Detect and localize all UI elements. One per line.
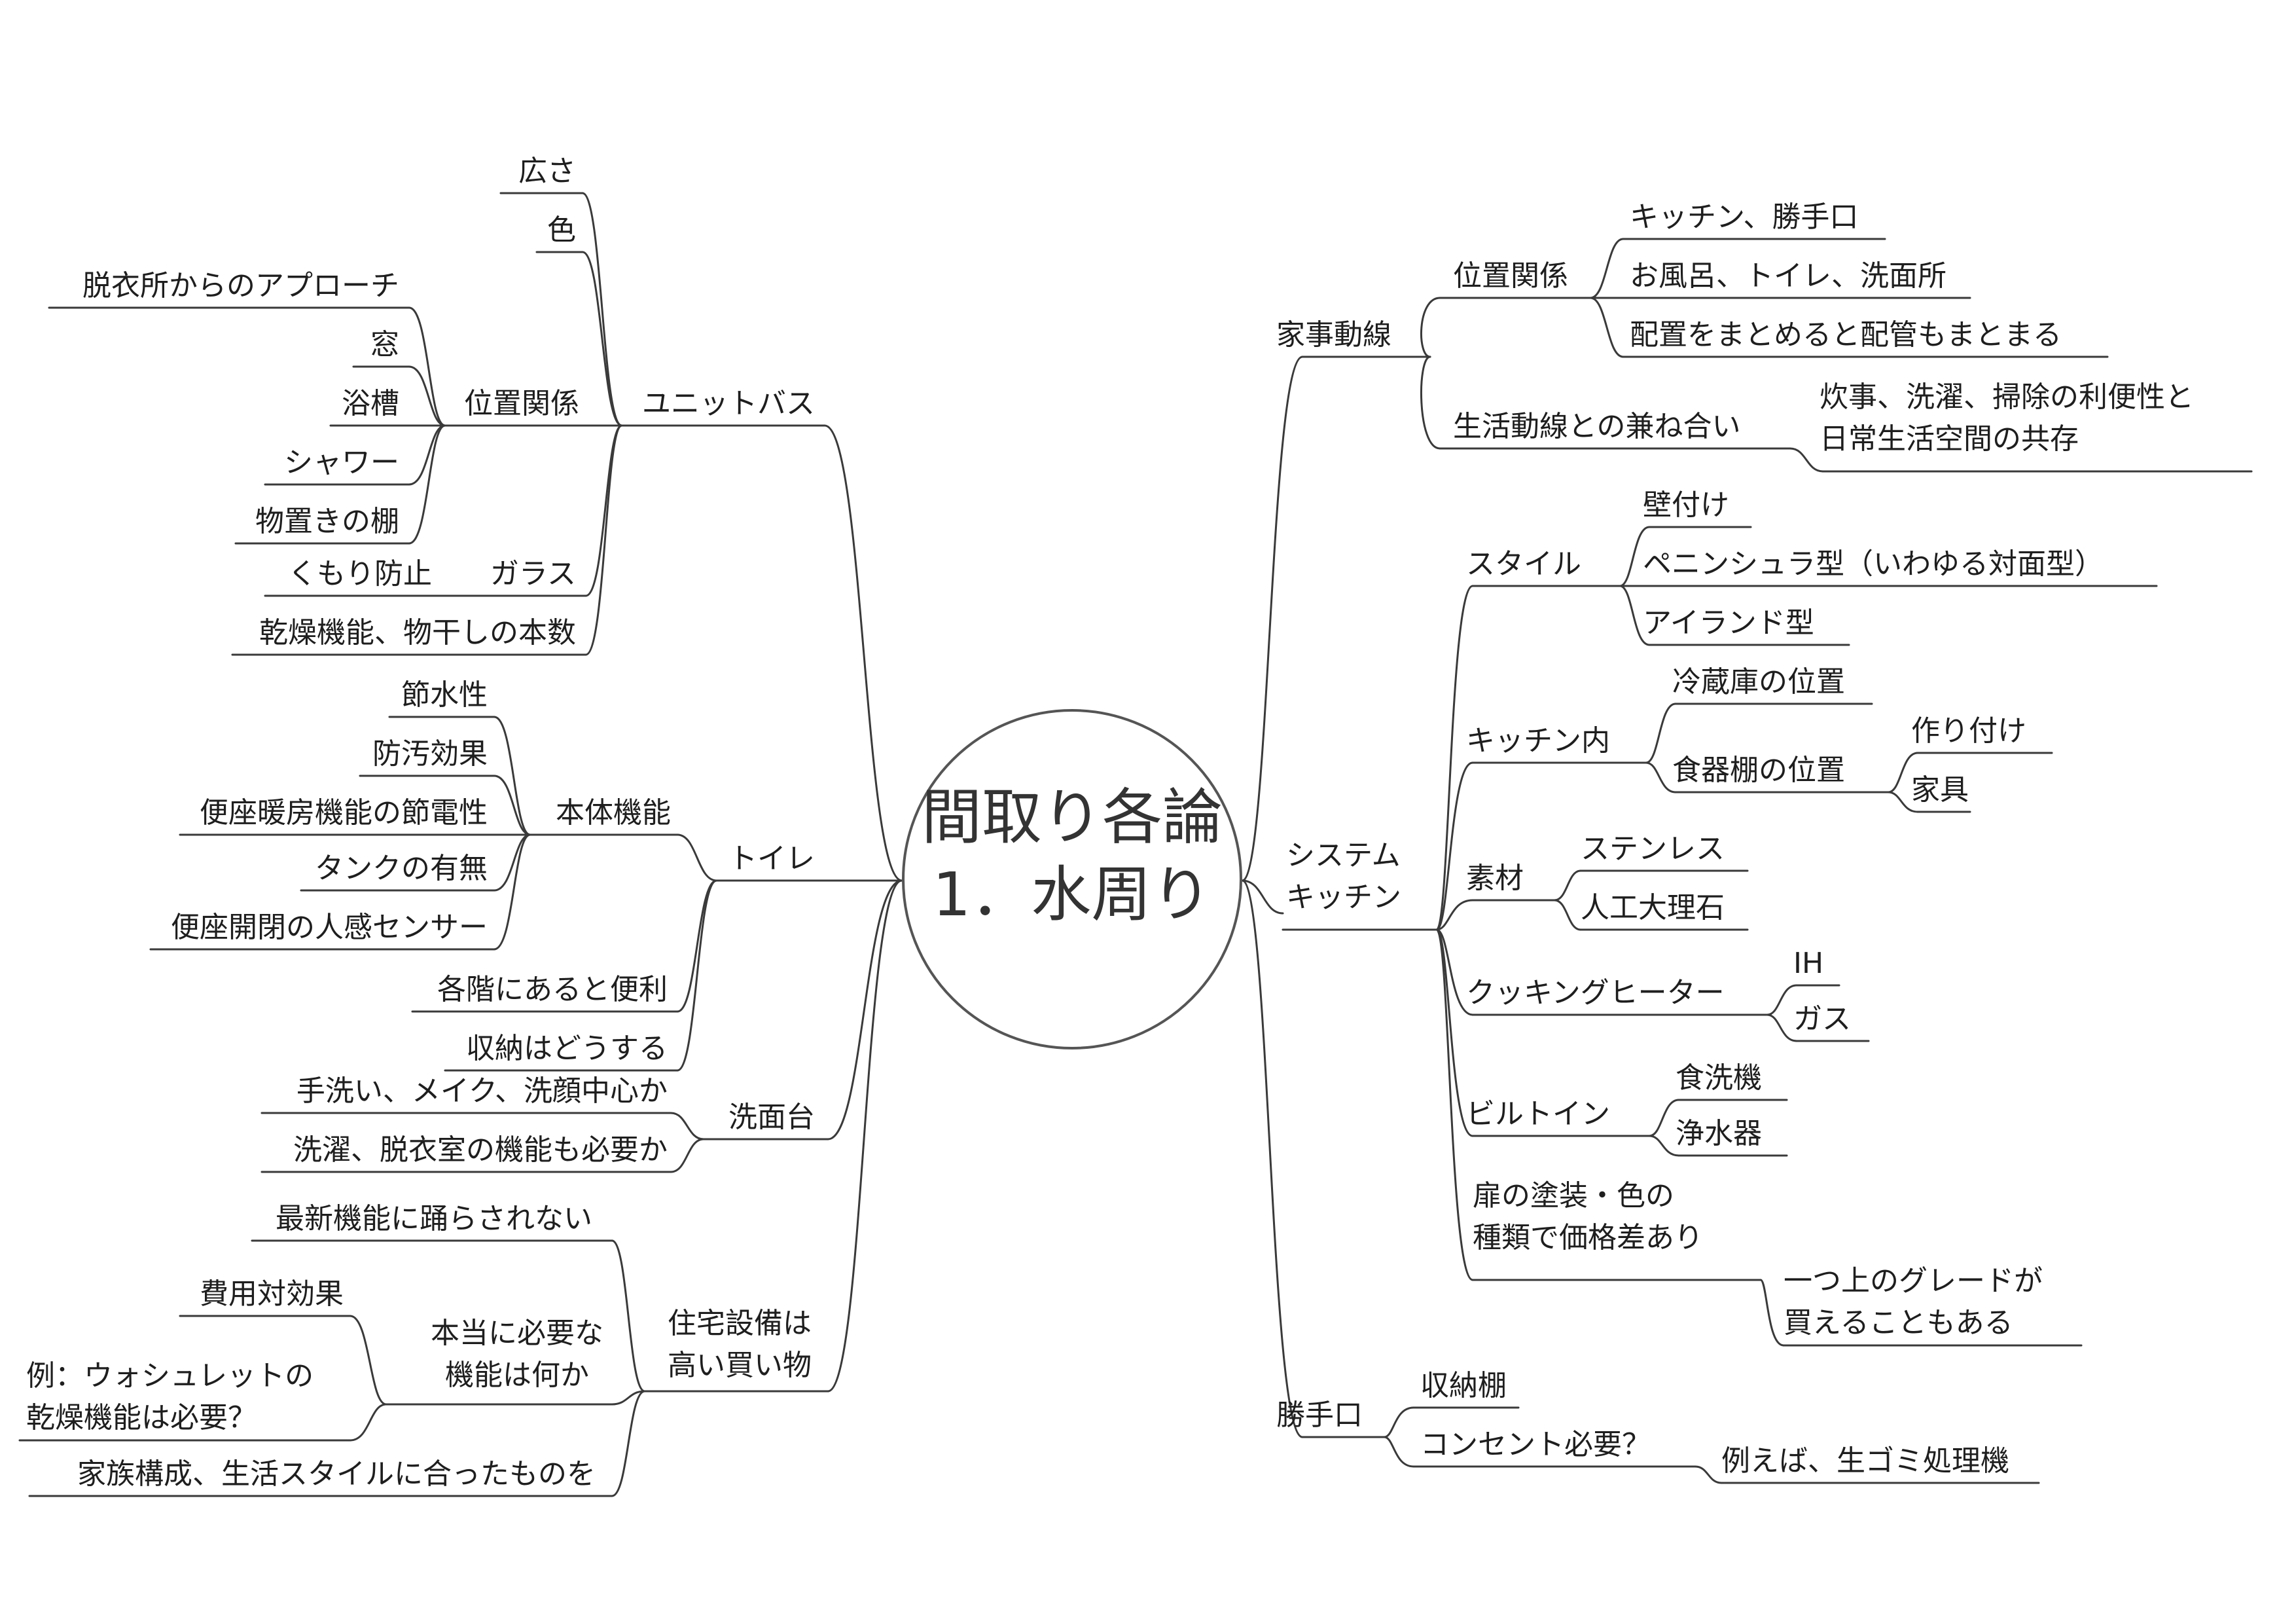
node-kitchen-nai: キッチン内 — [1466, 724, 1610, 757]
node-kaji: 家事動線 — [1276, 318, 1391, 352]
node-jutaku-line2: 高い買い物 — [668, 1349, 812, 1382]
node-jutaku: 住宅設備は 高い買い物 — [668, 1303, 812, 1387]
node-tobira: 扉の塗装・色の 種類で価格差あり — [1473, 1175, 1703, 1259]
node-tobira-item-line2: 買えることもある — [1784, 1306, 2013, 1340]
node-cooking: クッキングヒーター — [1466, 976, 1725, 1010]
node-tobira-line2: 種類で価格差あり — [1473, 1221, 1703, 1254]
node-hontai-3: タンクの有無 — [315, 852, 488, 885]
node-reizouko: 冷蔵庫の位置 — [1672, 665, 1845, 699]
center-title: 間取り各論 1．水周り — [902, 779, 1242, 934]
node-jutaku-line1: 住宅設備は — [668, 1307, 812, 1340]
node-tobira-line1: 扉の塗装・色の — [1473, 1179, 1674, 1213]
node-rei: 例：ウォシュレットの 乾燥機能は必要？ — [26, 1355, 314, 1439]
node-seikatsu-line2: 日常生活空間の共存 — [1820, 422, 2079, 456]
connector-center-system — [1241, 879, 1284, 915]
node-cooking-0: IH — [1793, 947, 1824, 980]
node-unit-bath: ユニットバス — [642, 387, 815, 420]
connector-center-jutaku — [827, 879, 903, 1393]
connector-center-kaji — [1241, 356, 1304, 882]
center-node — [902, 709, 1242, 1049]
node-tobira-item-line1: 一つ上のグレードが — [1784, 1264, 2043, 1298]
node-hontai: 本体機能 — [556, 796, 671, 830]
node-builtin-1: 浄水器 — [1676, 1117, 1762, 1150]
node-bath-ichi-1: 窓 — [370, 328, 399, 361]
node-shokki: 食器棚の位置 — [1672, 754, 1845, 787]
node-style: スタイル — [1466, 547, 1581, 581]
node-shokki-0: 作り付け — [1911, 714, 2026, 748]
center-title-line1: 間取り各論 — [921, 782, 1223, 852]
node-katte-shuno: 収納棚 — [1420, 1369, 1507, 1402]
node-iro: 色 — [547, 213, 576, 247]
node-sozai-0: ステンレス — [1581, 832, 1725, 866]
node-system-line1: システム — [1286, 839, 1401, 872]
node-builtin: ビルトイン — [1466, 1097, 1610, 1131]
node-senmen-0: 手洗い、メイク、洗顔中心か — [296, 1074, 668, 1108]
node-system: システム キッチン — [1286, 835, 1401, 919]
node-shokki-1: 家具 — [1911, 773, 1969, 807]
node-hontai-2: 便座暖房機能の節電性 — [200, 796, 488, 830]
node-system-line2: キッチン — [1286, 881, 1401, 914]
node-katteguchi: 勝手口 — [1276, 1398, 1363, 1432]
connector-center-katteguchi — [1241, 879, 1304, 1438]
node-tobira-item: 一つ上のグレードが 買えることもある — [1784, 1260, 2043, 1344]
node-style-1: ペニンシュラ型（いわゆる対面型） — [1643, 547, 2104, 581]
node-kaji-ichi-0: キッチン、勝手口 — [1630, 200, 1859, 234]
node-hontou-line1: 本当に必要な — [431, 1317, 603, 1350]
node-senmen-1: 洗濯、脱衣室の機能も必要か — [293, 1133, 668, 1167]
node-bath-ichi-2: 浴槽 — [342, 387, 399, 420]
connector-center-senmen — [827, 879, 903, 1140]
center-title-line2: 1．水周り — [932, 860, 1212, 930]
node-hontou: 本当に必要な 機能は何か — [431, 1313, 603, 1396]
node-kansou: 乾燥機能、物干しの本数 — [259, 616, 576, 649]
node-kazoku: 家族構成、生活スタイルに合ったものを — [77, 1457, 596, 1491]
node-rei-line2: 乾燥機能は必要？ — [26, 1401, 257, 1434]
node-hontai-0: 節水性 — [401, 678, 488, 712]
node-style-2: アイランド型 — [1643, 606, 1814, 640]
node-consent: コンセント必要？ — [1420, 1428, 1651, 1461]
connector-center-unit-bath — [823, 424, 903, 882]
node-hirosa: 広さ — [518, 155, 576, 188]
node-kaji-ichi-2: 配置をまとめると配管もまとまる — [1630, 318, 2062, 352]
node-sozai-1: 人工大理石 — [1581, 891, 1725, 924]
node-kaji-ichi-1: お風呂、トイレ、洗面所 — [1630, 259, 1946, 293]
node-saishin: 最新機能に踊らされない — [276, 1202, 592, 1235]
node-style-0: 壁付け — [1643, 488, 1729, 522]
node-seikatsu-line1: 炊事、洗濯、掃除の利便性と — [1820, 380, 2194, 414]
node-hontai-4: 便座開閉の人感センサー — [171, 911, 488, 944]
node-cooking-1: ガス — [1793, 1002, 1851, 1036]
node-glass: ガラス — [490, 557, 576, 591]
node-hontai-1: 防汚効果 — [372, 737, 488, 771]
node-seikatsu: 生活動線との兼ね合い — [1453, 410, 1741, 443]
node-hontou-line2: 機能は何か — [445, 1359, 589, 1392]
node-senmen: 洗面台 — [728, 1101, 815, 1134]
node-toilet-shuno: 収納はどうする — [466, 1032, 668, 1065]
node-sozai: 素材 — [1466, 862, 1524, 895]
node-seikatsu-item: 炊事、洗濯、掃除の利便性と 日常生活空間の共存 — [1820, 376, 2194, 460]
node-consent-item: 例えば、生ゴミ処理機 — [1721, 1444, 2009, 1478]
node-kakukai: 各階にあると便利 — [437, 973, 668, 1006]
node-rei-line1: 例：ウォシュレットの — [26, 1359, 314, 1393]
node-glass-item: くもり防止 — [288, 557, 432, 591]
node-bath-ichi-0: 脱衣所からのアプローチ — [82, 269, 399, 302]
node-hiyou: 費用対効果 — [200, 1277, 344, 1311]
node-bath-ichi-4: 物置きの棚 — [255, 505, 399, 538]
node-bath-ichi: 位置関係 — [464, 387, 579, 420]
node-kaji-ichi: 位置関係 — [1453, 259, 1568, 293]
node-bath-ichi-3: シャワー — [284, 446, 399, 479]
node-builtin-0: 食洗機 — [1676, 1061, 1762, 1095]
node-toilet: トイレ — [728, 842, 815, 875]
